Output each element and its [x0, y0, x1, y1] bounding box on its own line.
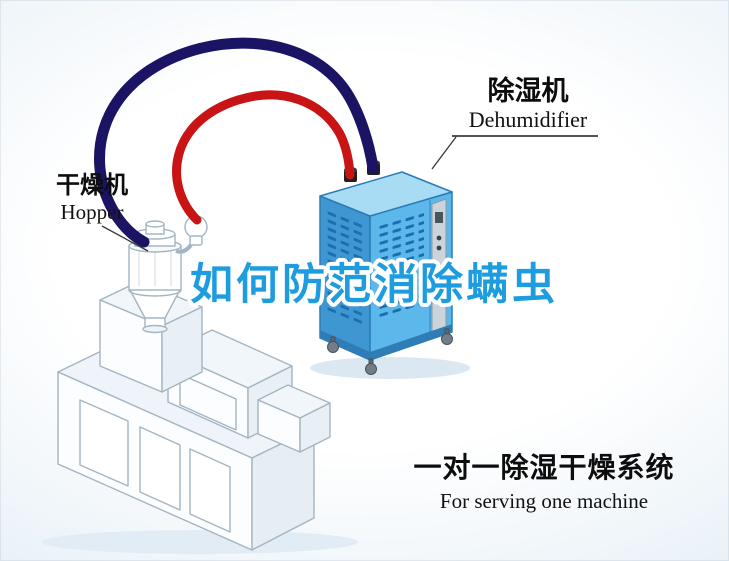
machine-panel	[189, 448, 231, 533]
die-block-side	[299, 402, 331, 453]
caster-wheel	[441, 333, 453, 345]
hose-navy	[94, 37, 379, 248]
vent-grid	[378, 210, 424, 320]
blower-base	[189, 235, 203, 246]
machine-panel	[139, 426, 181, 511]
caster-wheel	[365, 363, 377, 375]
hose-red	[172, 90, 355, 225]
dehumidifier-illustration	[319, 160, 453, 375]
hopper-cap-rim	[145, 220, 165, 228]
hopper-flange	[142, 324, 168, 334]
dehumidifier-shadow	[310, 357, 470, 379]
machine-panel	[79, 399, 129, 487]
caster-wheel	[327, 341, 339, 353]
extruder-shadow	[42, 530, 358, 554]
hopper-label-cn: 干燥机	[56, 172, 128, 199]
dehumidifier-label-en: Dehumidifier	[468, 107, 588, 132]
blower-elbow-pipe	[175, 243, 193, 254]
pedestal-side	[161, 306, 203, 393]
cabinet-base-band	[370, 324, 452, 360]
hopper-body-bottom-rim	[128, 289, 182, 297]
caster-wheels	[327, 328, 453, 375]
machine-panel	[179, 373, 237, 431]
dehumidifier-label-cn: 除湿机	[487, 76, 569, 106]
system-title-cn: 一对一除湿干燥系统	[413, 452, 675, 483]
hopper-label-en: Hopper	[60, 200, 124, 224]
control-display	[435, 212, 443, 223]
system-subtitle-en: For serving one machine	[439, 489, 649, 513]
vent-grid	[326, 208, 364, 328]
cabinet-top-face	[319, 171, 453, 217]
watermark-text: 如何防范消除螨虫	[190, 261, 558, 309]
extruder-illustration	[57, 280, 331, 551]
pointer-line-hopper	[101, 225, 149, 252]
control-button	[436, 235, 442, 241]
pointer-line-dehumidifier	[431, 136, 457, 170]
control-button	[436, 245, 442, 251]
